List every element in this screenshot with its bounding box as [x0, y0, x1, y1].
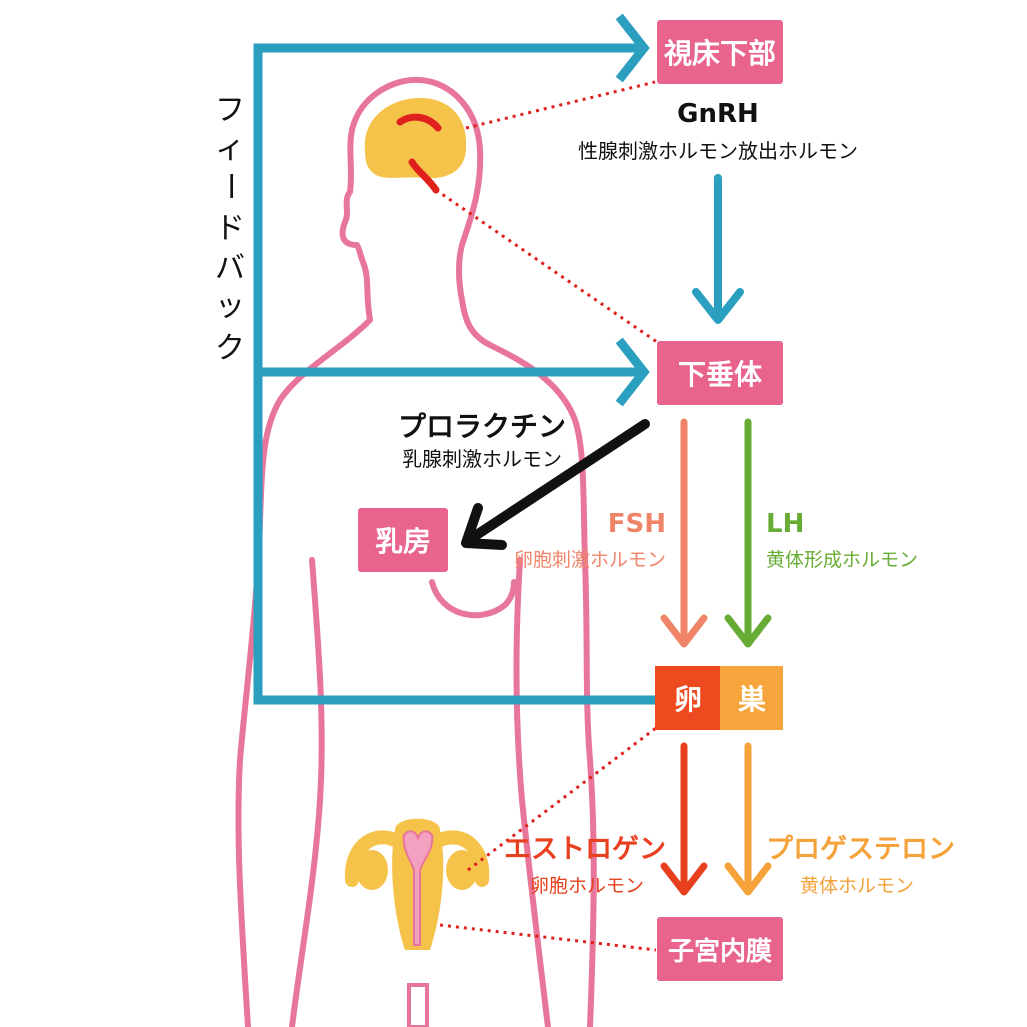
- fsh-desc: 卵胞刺激ホルモン: [514, 549, 666, 571]
- estrogen-arrow: [660, 742, 708, 896]
- prolactin-desc: 乳腺刺激ホルモン: [402, 447, 562, 471]
- feedback-char-7: ク: [215, 331, 245, 366]
- ovary-label-left: 卵: [674, 683, 702, 716]
- lh-desc: 黄体形成ホルモン: [766, 549, 918, 571]
- pituitary-mark: [408, 158, 440, 194]
- fsh-arrow: [660, 418, 708, 648]
- feedback-char-5: バ: [215, 251, 245, 286]
- fsh-label: FSH 卵胞刺激ホルモン: [514, 509, 666, 571]
- progesterone-label: プロゲステロン 黄体ホルモン: [766, 834, 955, 897]
- vaginal-canal: [407, 983, 429, 1027]
- brain: [364, 98, 467, 194]
- ovary-label-right: 巣: [737, 683, 767, 716]
- breast-outline: [429, 579, 517, 619]
- gnrh-desc: 性腺刺激ホルモン放出ホルモン: [578, 139, 858, 163]
- estrogen-label: エストロゲン 卵胞ホルモン: [504, 834, 666, 897]
- progesterone-name: プロゲステロン: [766, 834, 955, 865]
- uterus-illustration: [344, 818, 490, 1027]
- head-outline: [339, 76, 493, 348]
- connector-endometrium: [439, 923, 657, 952]
- ovary-box[interactable]: 卵 巣: [655, 666, 783, 730]
- feedback-char-3: ー: [212, 171, 247, 201]
- lh-arrow: [724, 418, 772, 648]
- feedback-char-1: フ: [215, 93, 245, 128]
- uterus-tubes: [344, 830, 490, 887]
- prolactin-arrow: [461, 419, 650, 550]
- hypothalamus-box[interactable]: 視床下部: [657, 20, 783, 84]
- progesterone-desc: 黄体ホルモン: [800, 875, 914, 897]
- connector-hypothalamus: [465, 80, 656, 130]
- uterus-cavity: [402, 830, 434, 946]
- body-silhouette: [235, 76, 597, 1027]
- feedback-char-2: ィ: [215, 131, 245, 166]
- feedback-arrowhead-pituitary: [615, 337, 650, 407]
- endometrium-box[interactable]: 子宮内膜: [657, 917, 783, 981]
- left-inner-arm-outline: [289, 557, 325, 1027]
- breast-box[interactable]: 乳房: [358, 508, 448, 572]
- hypothalamus-mark: [396, 113, 442, 132]
- right-ovary-illustration: [446, 850, 478, 890]
- lh-name: LH: [766, 509, 804, 539]
- progesterone-arrow: [724, 742, 772, 896]
- feedback-char-4: ド: [215, 211, 245, 246]
- left-ovary-illustration: [356, 850, 388, 890]
- feedback-char-6: ッ: [215, 289, 245, 324]
- prolactin-label: プロラクチン 乳腺刺激ホルモン: [398, 410, 566, 471]
- pituitary-label: 下垂体: [678, 358, 763, 391]
- brain-shape: [364, 98, 467, 179]
- breast-label: 乳房: [375, 525, 431, 558]
- dotted-connectors: [435, 80, 658, 952]
- gnrh-label: GnRH 性腺刺激ホルモン放出ホルモン: [578, 99, 858, 163]
- pituitary-box[interactable]: 下垂体: [657, 341, 783, 405]
- lh-label: LH 黄体形成ホルモン: [766, 509, 918, 571]
- fsh-name: FSH: [608, 509, 666, 539]
- gnrh-name: GnRH: [677, 99, 759, 129]
- gnrh-arrow: [692, 174, 744, 324]
- hypothalamus-label: 視床下部: [664, 37, 776, 70]
- prolactin-name: プロラクチン: [398, 410, 566, 443]
- estrogen-desc: 卵胞ホルモン: [530, 875, 644, 897]
- feedback-loop: [253, 13, 657, 705]
- feedback-label: フ ィ ー ド バ ッ ク: [212, 93, 247, 366]
- estrogen-name: エストロゲン: [504, 834, 666, 865]
- right-inner-arm-outline: [513, 557, 551, 1027]
- endometrium-label: 子宮内膜: [668, 936, 772, 967]
- feedback-arrowhead-hypothalamus: [615, 13, 650, 83]
- right-shoulder-outline: [487, 342, 597, 1027]
